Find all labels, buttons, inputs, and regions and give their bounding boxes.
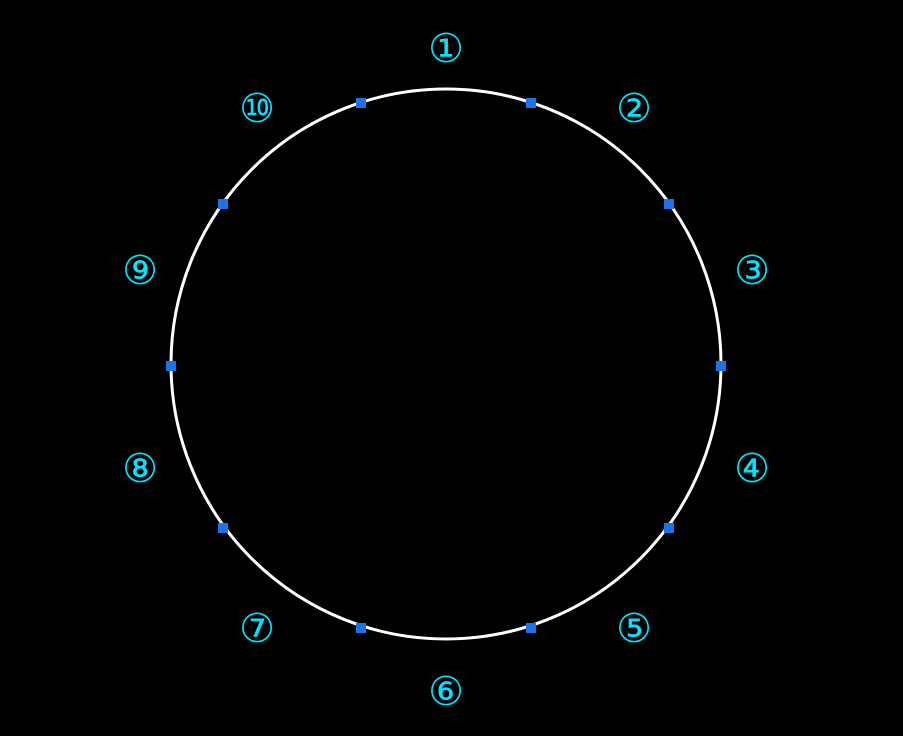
division-label-10: ⑩: [239, 86, 275, 132]
division-label-3: ③: [734, 248, 770, 294]
grip-point[interactable]: [218, 523, 228, 533]
division-label-9: ⑨: [122, 248, 158, 294]
division-label-1: ①: [428, 26, 464, 72]
grip-point[interactable]: [526, 623, 536, 633]
division-label-6: ⑥: [428, 669, 464, 715]
grip-point[interactable]: [166, 361, 176, 371]
division-label-7: ⑦: [239, 606, 275, 652]
grip-point[interactable]: [716, 361, 726, 371]
grip-point[interactable]: [356, 623, 366, 633]
division-label-5: ⑤: [616, 606, 652, 652]
division-label-2: ②: [616, 86, 652, 132]
division-label-8: ⑧: [122, 446, 158, 492]
grip-point[interactable]: [526, 98, 536, 108]
grip-point[interactable]: [356, 98, 366, 108]
division-label-4: ④: [734, 446, 770, 492]
grip-point[interactable]: [664, 523, 674, 533]
grip-point[interactable]: [664, 199, 674, 209]
grip-point[interactable]: [218, 199, 228, 209]
